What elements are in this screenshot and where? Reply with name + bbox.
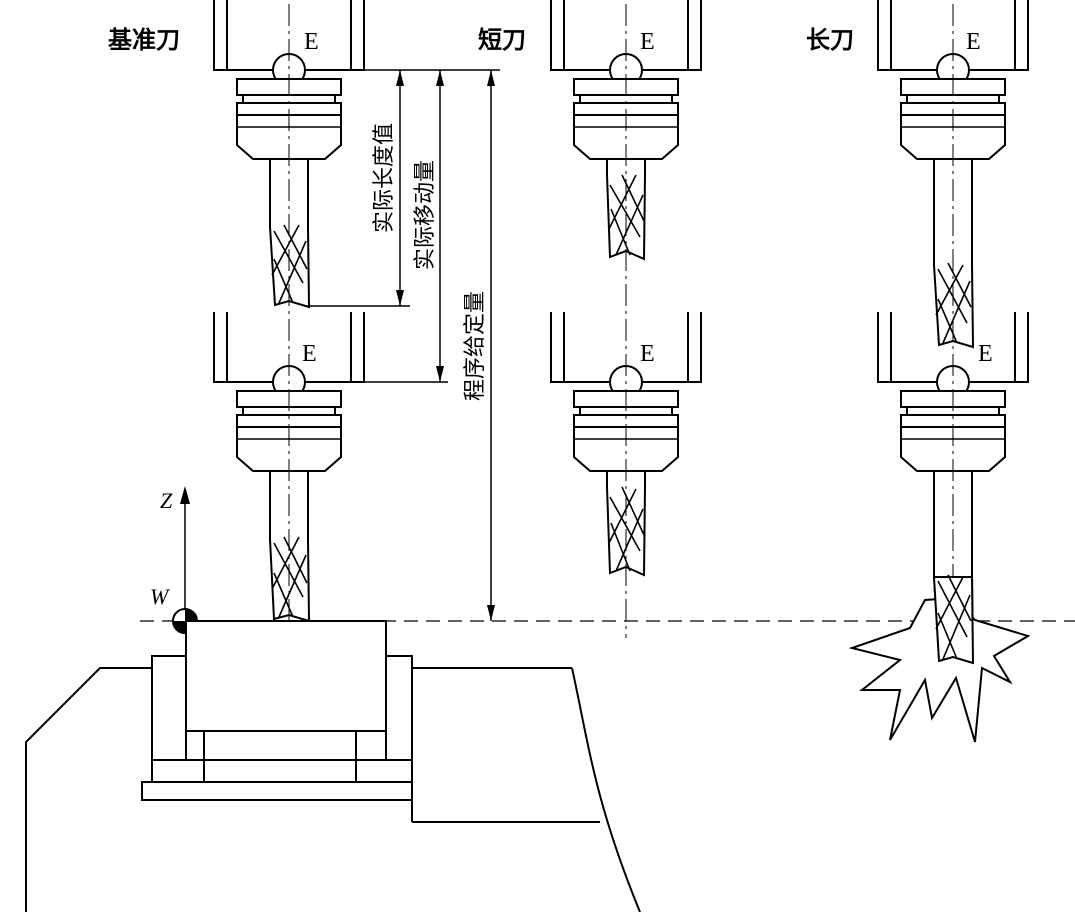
long-tool-label: 长刀 bbox=[806, 25, 854, 54]
actual-length-label: 实际长度值 bbox=[372, 123, 397, 233]
e-label-short-top: E bbox=[640, 29, 655, 55]
program-value-label: 程序给定量 bbox=[463, 291, 488, 401]
e-label-short-bottom: E bbox=[640, 341, 655, 367]
collision-burst bbox=[848, 596, 1031, 743]
z-axis-label: Z bbox=[160, 488, 173, 513]
e-label-long-bottom: E bbox=[978, 341, 993, 367]
reference-tool-label: 基准刀 bbox=[108, 25, 180, 54]
e-label-ref-bottom: E bbox=[302, 341, 317, 367]
e-label-ref-top: E bbox=[304, 29, 319, 55]
vise bbox=[141, 620, 413, 801]
short-tool-label: 短刀 bbox=[478, 25, 526, 54]
actual-move-label: 实际移动量 bbox=[413, 160, 438, 270]
origin-w-label: W bbox=[150, 584, 170, 609]
workpiece bbox=[185, 620, 387, 732]
e-label-long-top: E bbox=[966, 29, 981, 55]
